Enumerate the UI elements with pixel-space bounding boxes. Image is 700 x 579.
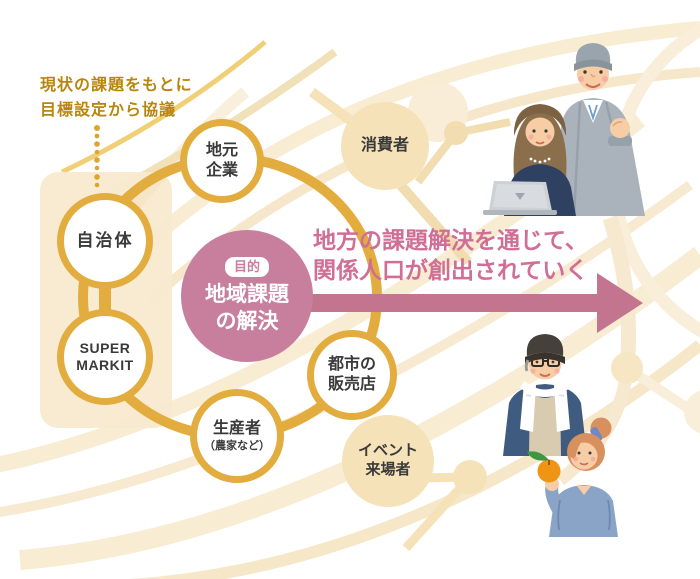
young-woman-with-orange-illustration <box>527 417 618 537</box>
event-visitor-label-line1: イベント <box>357 442 418 460</box>
arrow-caption: 地方の課題解決を通じて、 関係人口が創出されていく <box>313 226 588 286</box>
producer-circle: 生産者 （農家など） <box>190 389 284 483</box>
worker-man-illustration <box>558 43 645 217</box>
leaf-icon <box>527 451 549 461</box>
event-visitor-circle: イベント 来場者 <box>342 415 434 507</box>
note-line2: 目標設定から協議 <box>40 101 177 119</box>
urban-store-label-line2: 販売店 <box>327 376 376 393</box>
event-visitor-label-line2: 来場者 <box>365 461 411 478</box>
consumer-label: 消費者 <box>360 137 409 154</box>
orange-icon <box>537 459 561 483</box>
network-node <box>684 390 700 434</box>
purpose-label-line1: 地域課題 <box>205 283 289 307</box>
local-company-label-line2: 企業 <box>205 162 238 179</box>
consumer-circle: 消費者 <box>341 102 429 190</box>
dotted-connector <box>94 125 100 188</box>
producer-label: 生産者 <box>212 419 261 437</box>
municipality-circle: 自治体 <box>57 193 153 289</box>
urban-store-circle: 都市の 販売店 <box>307 330 397 420</box>
woman-with-laptop-illustration <box>483 104 576 216</box>
older-man-with-towel-illustration <box>503 334 587 456</box>
purpose-badge: 目的 <box>224 257 269 278</box>
local-company-circle: 地元 企業 <box>180 119 264 203</box>
note-text: 現状の課題をもとに 目標設定から協議 <box>40 74 193 124</box>
purpose-label-line2: の解決 <box>215 309 279 333</box>
ring-connector <box>99 280 111 318</box>
arrow-caption-line2: 関係人口が創出されていく <box>313 256 589 283</box>
note-line1: 現状の課題をもとに <box>40 77 193 94</box>
local-company-label-line1: 地元 <box>205 142 238 159</box>
arrow-right-icon <box>303 273 643 333</box>
supermarket-label-line2: MARKIT <box>76 357 134 373</box>
urban-store-label-line1: 都市の <box>327 356 376 373</box>
arrow-caption-line1: 地方の課題解決を通じて、 <box>313 227 588 253</box>
municipality-label: 自治体 <box>76 231 134 251</box>
purpose-circle: 目的 地域課題 の解決 <box>181 230 313 362</box>
supermarket-circle: SUPER MARKIT <box>57 309 153 405</box>
producer-sublabel: （農家など） <box>204 439 270 452</box>
supermarket-label-line1: SUPER <box>79 339 131 356</box>
network-node <box>611 352 643 384</box>
